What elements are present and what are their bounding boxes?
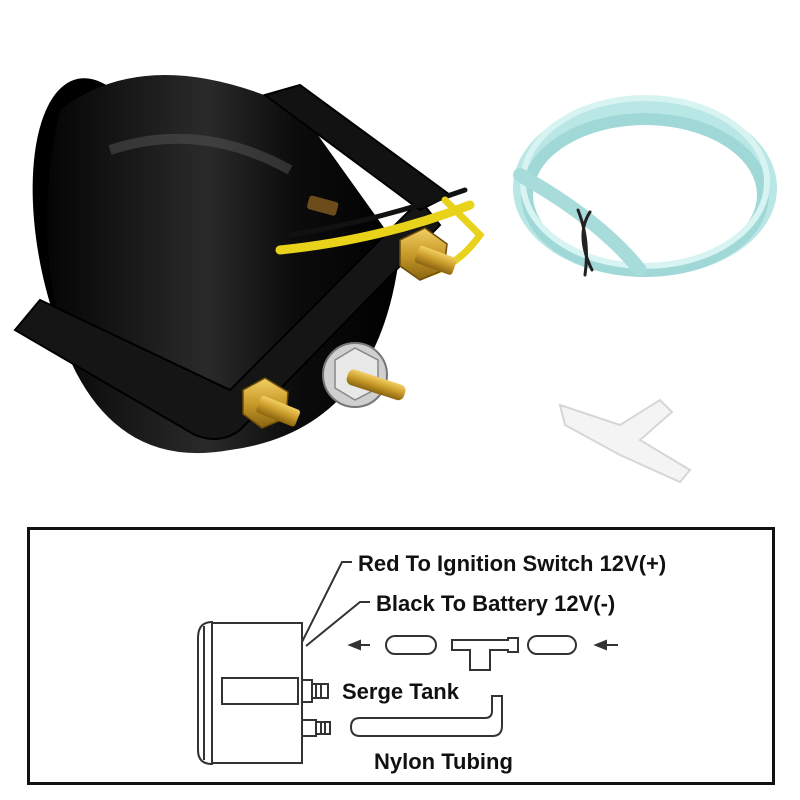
product-photo: [13, 75, 777, 484]
red-wire-label: Red To Ignition Switch 12V(+): [358, 551, 667, 576]
diagram-drawing: [197, 561, 618, 766]
gauge-photo: [13, 75, 485, 454]
tubing-coil-photo: [513, 95, 777, 277]
black-wire-leader: [305, 601, 370, 647]
serge-tank-label: Serge Tank: [342, 679, 459, 704]
tubing-pieces: [347, 635, 618, 737]
black-wire-label: Black To Battery 12V(-): [376, 591, 616, 616]
nylon-tubing-label: Nylon Tubing: [374, 749, 513, 774]
tee-fitting-photo: [558, 398, 692, 484]
gauge-side-view: [197, 620, 331, 766]
wiring-diagram: Red To Ignition Switch 12V(+) Black To B…: [27, 527, 775, 785]
red-wire-leader: [301, 561, 352, 643]
